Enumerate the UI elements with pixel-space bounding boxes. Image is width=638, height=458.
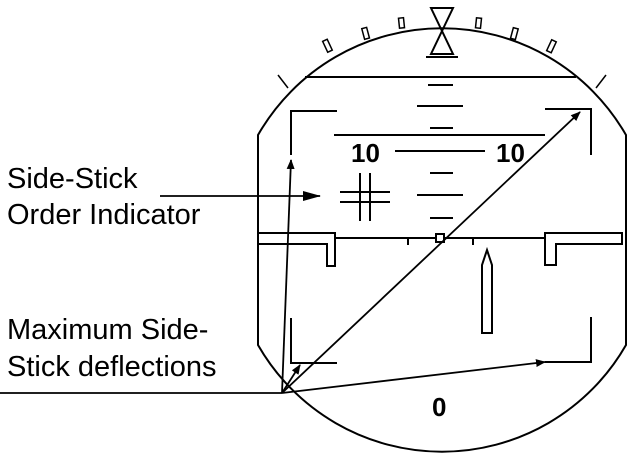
bank-scale — [277, 16, 607, 89]
aircraft-reference-square — [435, 233, 445, 243]
aircraft-symbol-left — [258, 232, 336, 267]
max-deflection-label-line1: Maximum Side- — [7, 314, 208, 346]
bottom-value: 0 — [432, 392, 446, 422]
sideslip-index — [481, 246, 493, 334]
order-indicator-label-line2: Order Indicator — [7, 199, 201, 231]
display-outline — [257, 27, 627, 453]
side-stick-order-indicator — [340, 173, 390, 221]
aircraft-symbol-right — [544, 232, 623, 266]
order-indicator-label-line1: Side-Stick — [7, 163, 138, 195]
max-deflection-brackets — [290, 108, 592, 364]
pitch-label-right: 10 — [496, 138, 525, 168]
pitch-scale — [334, 84, 545, 219]
pitch-label-left: 10 — [351, 138, 380, 168]
max-deflection-label-line2: Stick deflections — [7, 351, 217, 383]
bank-index-icon — [426, 7, 458, 58]
callout-arrows — [0, 111, 581, 394]
